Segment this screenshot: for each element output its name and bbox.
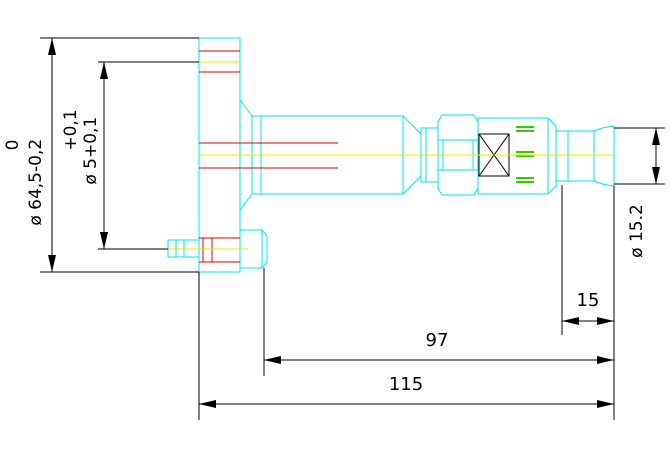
dim-text-64-5-tol-upper: 0 <box>3 140 23 151</box>
hidden-lines <box>199 50 338 263</box>
locating-pin <box>240 229 268 269</box>
thread-marks <box>516 126 534 183</box>
shank-taper <box>402 175 422 195</box>
dim-text-97: 97 <box>426 330 449 351</box>
dim-text-64-5: ø 64,5 <box>26 172 46 226</box>
shank-taper <box>402 115 422 135</box>
dim-text-5-group: +0,1 ø 5 +0,1 <box>61 109 101 184</box>
flange-step <box>239 99 253 117</box>
dim-text-5-tol-lower: +0,1 <box>81 117 101 158</box>
dim-text-64-5-group: 0 ø 64,5 -0,2 <box>3 139 46 226</box>
dim-text-15: 15 <box>577 290 600 311</box>
dim-text-15-2: ø 15.2 <box>627 204 647 258</box>
arrowheads <box>48 38 660 408</box>
dim-text-115: 115 <box>389 374 423 395</box>
probe-tip <box>601 125 615 187</box>
dim-text-5: ø 5 <box>81 158 101 185</box>
neck <box>555 130 595 182</box>
centerlines <box>160 61 614 250</box>
dimension-lines <box>40 37 665 420</box>
dim-text-5-tol-upper: +0,1 <box>61 109 81 150</box>
flange-step <box>239 193 253 211</box>
dim-text-64-5-tol-lower: -0,2 <box>26 139 46 172</box>
